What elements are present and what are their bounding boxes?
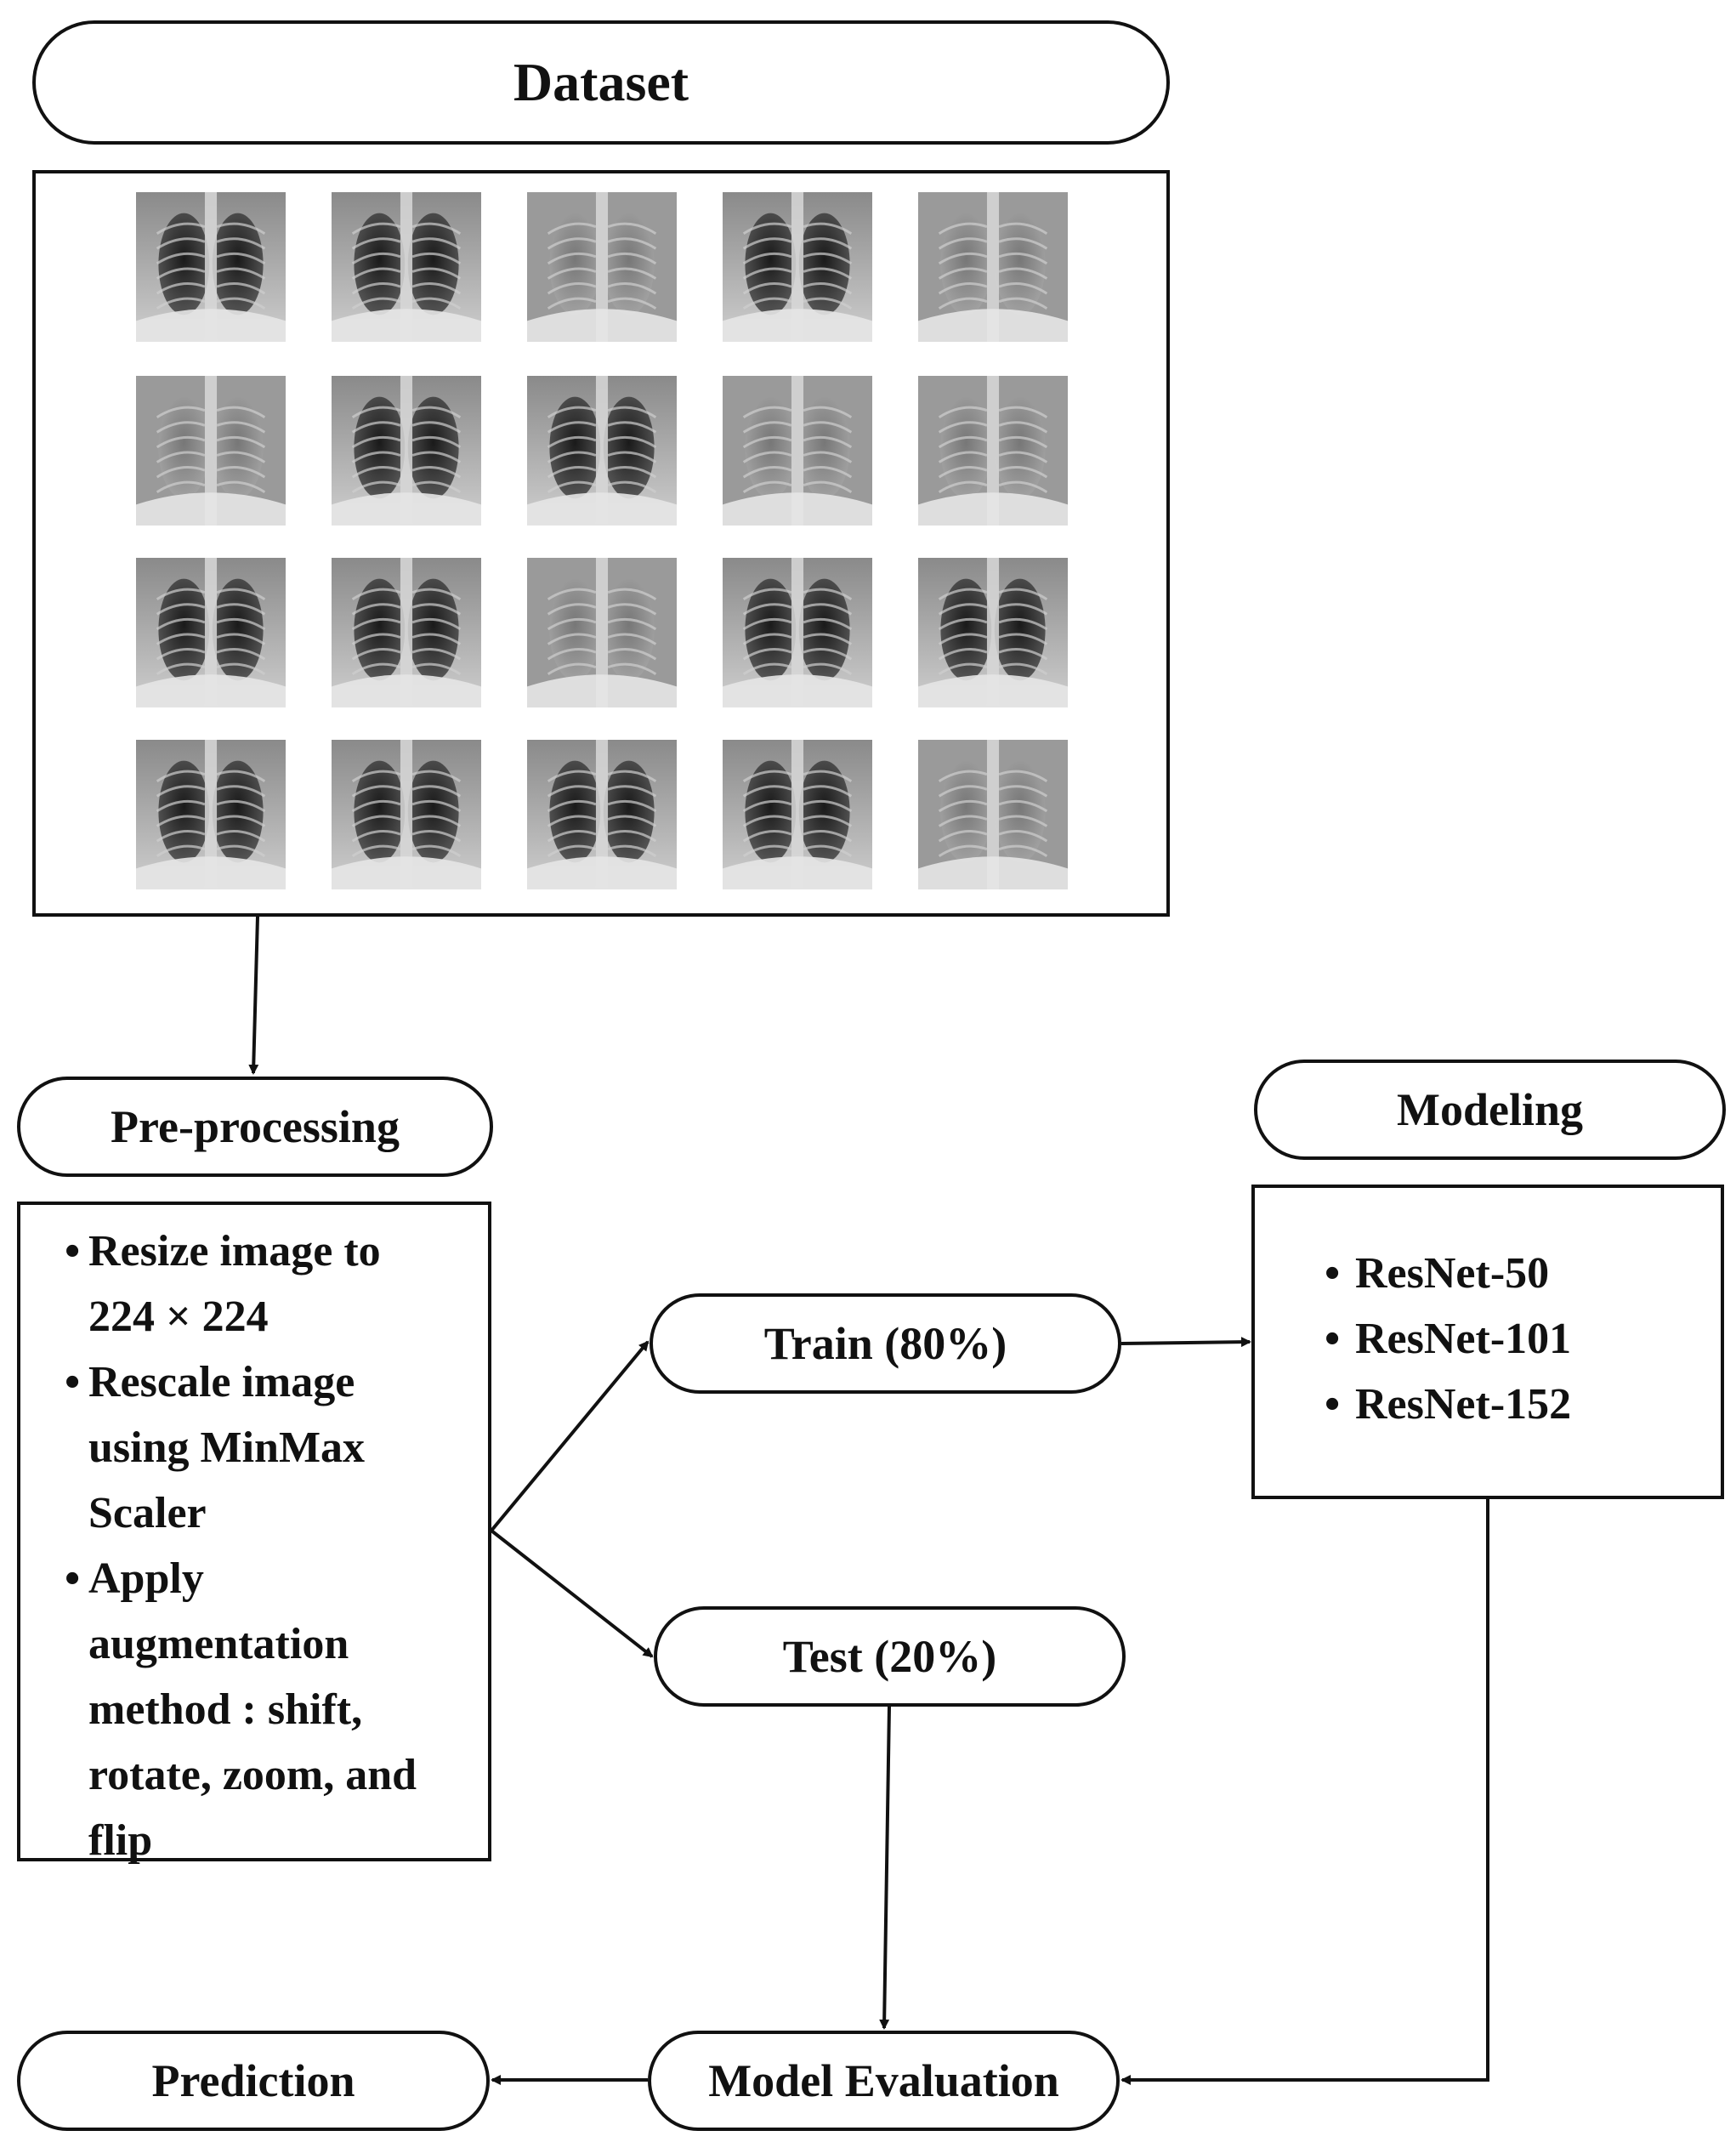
xray-thumbnail xyxy=(918,376,1068,526)
xray-thumbnail xyxy=(723,740,872,889)
step-augmentation: Apply augmentation method : shift, rotat… xyxy=(20,1546,488,1873)
dataset-image-grid xyxy=(32,170,1170,917)
xray-thumbnail xyxy=(723,376,872,526)
xray-thumbnail xyxy=(918,192,1068,342)
xray-thumbnail xyxy=(723,192,872,342)
test-node: Test (20%) xyxy=(654,1606,1126,1707)
xray-thumbnail xyxy=(136,558,286,707)
xray-thumbnail xyxy=(918,558,1068,707)
xray-thumbnail xyxy=(527,740,677,889)
xray-thumbnail xyxy=(332,740,481,889)
xray-thumbnail xyxy=(527,558,677,707)
arrow-test-to-evaluation xyxy=(879,1706,891,2030)
xray-thumbnail xyxy=(527,376,677,526)
xray-thumbnail xyxy=(332,558,481,707)
modeling-box: ResNet-50 ResNet-101 ResNet-152 xyxy=(1251,1185,1724,1499)
arrow-train-to-modeling xyxy=(1120,1337,1251,1348)
chest-xray-samples xyxy=(136,192,1068,889)
model-resnet-50: ResNet-50 xyxy=(1255,1241,1721,1306)
preprocessing-steps-box: Resize image to 224 × 224 Rescale image … xyxy=(17,1202,491,1865)
step-resize: Resize image to 224 × 224 xyxy=(20,1219,488,1349)
train-node: Train (80%) xyxy=(650,1293,1121,1394)
preprocessing-title: Pre-processing xyxy=(17,1077,493,1177)
xray-thumbnail xyxy=(136,376,286,526)
arrow-dataset-to-preprocessing xyxy=(248,916,259,1075)
xray-thumbnail xyxy=(723,558,872,707)
model-resnet-152: ResNet-152 xyxy=(1255,1372,1721,1437)
prediction-node: Prediction xyxy=(17,2031,490,2131)
xray-thumbnail xyxy=(136,740,286,889)
dataset-title: Dataset xyxy=(32,20,1170,145)
step-rescale: Rescale image using MinMax Scaler xyxy=(20,1349,488,1546)
model-evaluation-node: Model Evaluation xyxy=(648,2031,1120,2131)
model-resnet-101: ResNet-101 xyxy=(1255,1306,1721,1372)
arrow-preprocessing-to-test xyxy=(490,1529,654,1658)
xray-thumbnail xyxy=(527,192,677,342)
xray-thumbnail xyxy=(332,376,481,526)
xray-thumbnail xyxy=(918,740,1068,889)
xray-thumbnail xyxy=(332,192,481,342)
preprocessing-steps-list: Resize image to 224 × 224 Rescale image … xyxy=(20,1219,488,1873)
model-list: ResNet-50 ResNet-101 ResNet-152 xyxy=(1255,1241,1721,1437)
xray-thumbnail xyxy=(136,192,286,342)
arrow-modeling-to-evaluation xyxy=(1120,1499,1489,2085)
modeling-title: Modeling xyxy=(1254,1060,1726,1160)
arrow-preprocessing-to-train xyxy=(490,1340,650,1532)
